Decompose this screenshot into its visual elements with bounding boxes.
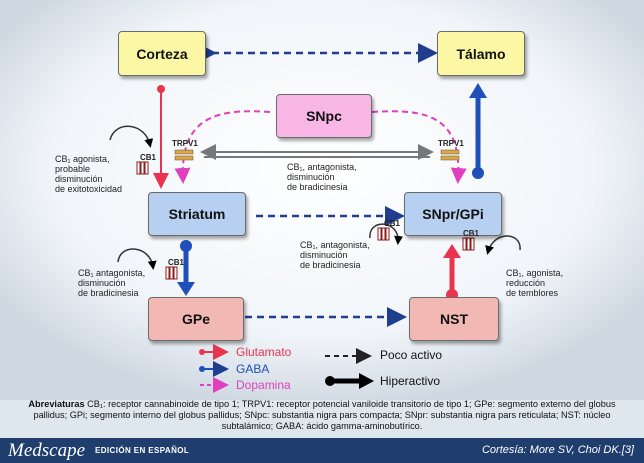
medscape-logo: Medscape bbox=[8, 440, 86, 461]
cb1-receptor-icon bbox=[165, 266, 178, 280]
note-cb1-agonist-right: CB₁, agonista, reducción de temblores bbox=[506, 268, 564, 298]
legend-hiperactivo-swatch bbox=[325, 373, 374, 389]
cb1-label-mid-left: CB1 bbox=[168, 258, 185, 267]
note-cb1-agonist-left: CB₁ agonista, probable disminución de ex… bbox=[55, 154, 123, 194]
node-corteza: Corteza bbox=[118, 31, 206, 76]
node-snpc: SNpc bbox=[276, 94, 372, 138]
cb1-curl-top-left bbox=[109, 125, 154, 148]
cb1-receptor-icon bbox=[462, 237, 475, 251]
nst-snpr-glutamate bbox=[443, 244, 461, 258]
cb1-curl-mid-left bbox=[117, 248, 157, 270]
legend-glutamato-swatch bbox=[199, 344, 229, 360]
node-snpr-gpi: SNpr/GPi bbox=[404, 192, 502, 236]
node-gpe: GPe bbox=[148, 297, 244, 341]
cb1-label-center: CB1 bbox=[384, 219, 401, 228]
snpc-snpr-dopamine bbox=[371, 110, 467, 184]
legend-gaba-label: GABA bbox=[236, 362, 270, 376]
cb1-curl-right bbox=[485, 235, 521, 255]
cb1-label-top-left: CB1 bbox=[140, 153, 157, 162]
trpv1-right-receptor bbox=[440, 149, 460, 161]
legend-dopamina-label: Dopamina bbox=[236, 378, 291, 392]
trpv1-left-receptor bbox=[174, 149, 194, 161]
node-talamo: Tálamo bbox=[437, 31, 525, 76]
legend-poco-activo-label: Poco activo bbox=[380, 348, 443, 362]
edition-label: EDICIÓN EN ESPAÑOL bbox=[95, 446, 190, 455]
snpr-talamo-gaba bbox=[469, 83, 487, 98]
legend-glutamato-label: Glutamato bbox=[236, 345, 292, 359]
credit-text: Cortesía: More SV, Choi DK.[3] bbox=[481, 444, 634, 456]
footer-bar: Medscape EDICIÓN EN ESPAÑOL Cortesía: Mo… bbox=[0, 438, 644, 463]
node-nst: NST bbox=[409, 297, 499, 341]
abbreviations-text: Abreviaturas CB₁: receptor cannabinoide … bbox=[16, 399, 628, 432]
trpv1-left-label: TRPV1 bbox=[172, 139, 198, 148]
striatum-gpe-gaba bbox=[177, 282, 195, 296]
trpv1-right-label: TRPV1 bbox=[438, 139, 464, 148]
note-cb1-antagonist-mid: CB₁, antagonista, disminución de bradici… bbox=[287, 162, 357, 192]
snpc-striatum-dopamine bbox=[174, 110, 271, 184]
abbreviations-body: CB₁: receptor cannabinoide de tipo 1; TR… bbox=[33, 399, 616, 431]
cb1-receptor-icon bbox=[377, 227, 390, 241]
cb1-label-right: CB1 bbox=[463, 229, 480, 238]
abbreviations-label: Abreviaturas bbox=[28, 399, 85, 409]
cb1-receptor-icon bbox=[136, 161, 149, 175]
legend-gaba-swatch bbox=[199, 361, 229, 377]
cb1-curl-center bbox=[369, 223, 404, 245]
note-cb1-antagonist-left: CB₁ antagonista, disminución de bradicin… bbox=[78, 268, 146, 298]
legend-hiperactivo-label: Hiperactivo bbox=[380, 374, 441, 388]
diagram-background bbox=[0, 0, 644, 400]
node-striatum: Striatum bbox=[148, 192, 246, 236]
note-cb1-antagonist-center: CB₁, antagonista, disminución de bradici… bbox=[300, 240, 370, 270]
